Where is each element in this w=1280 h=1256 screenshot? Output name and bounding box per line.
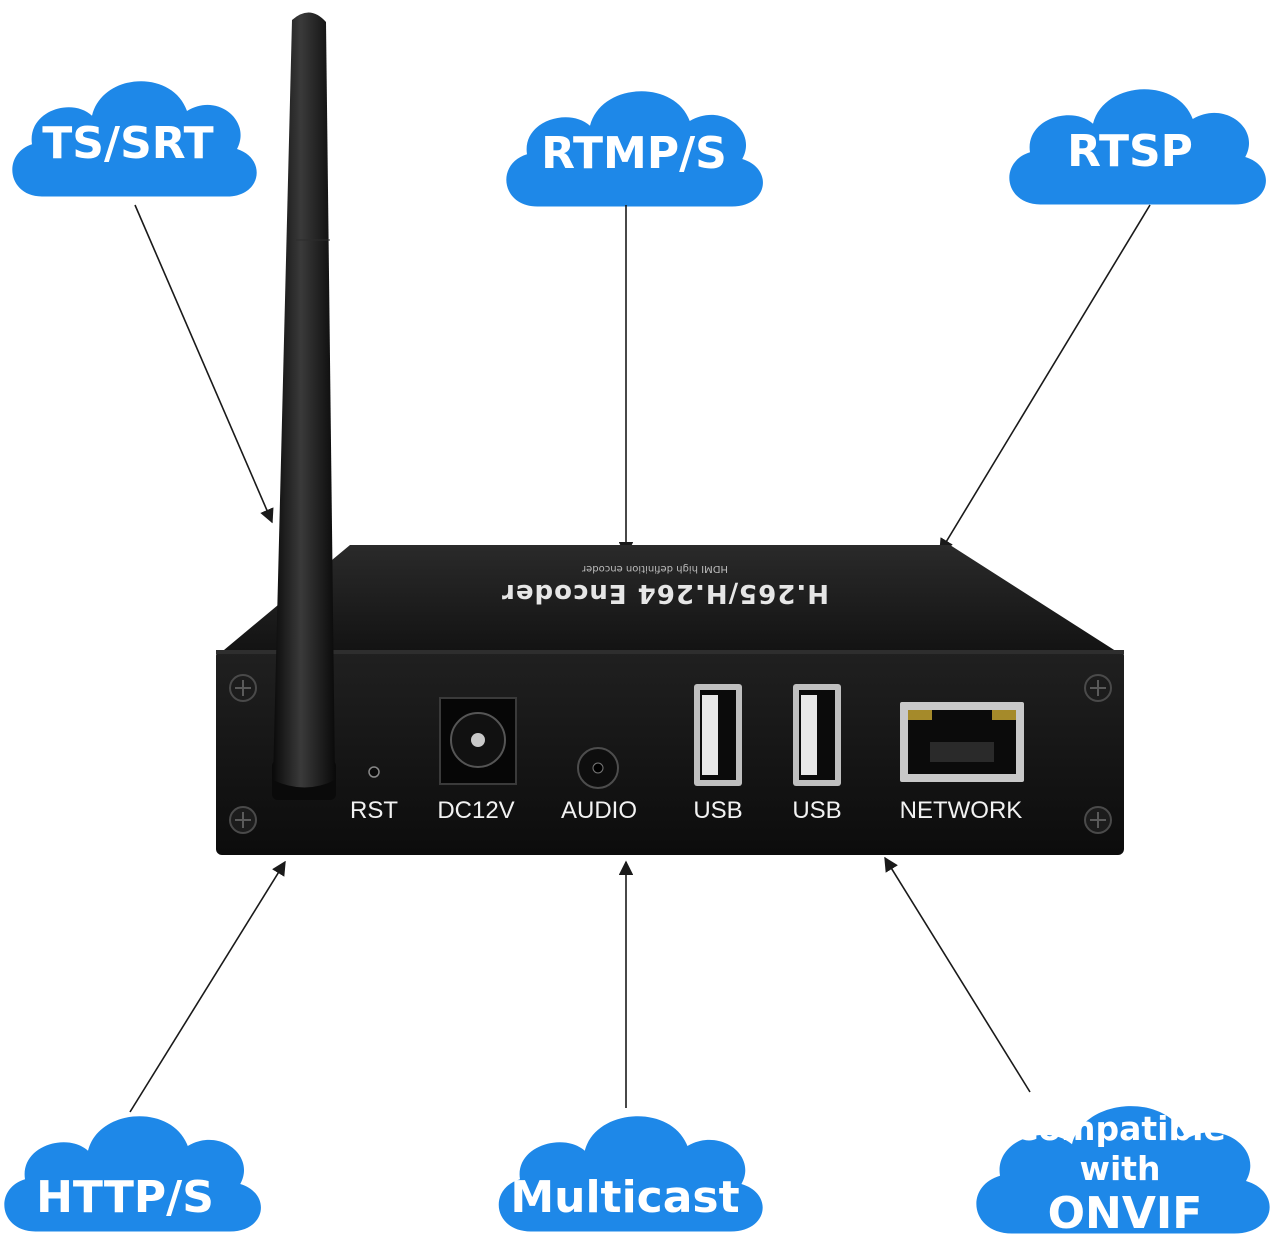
cloud-label: TS/SRT (42, 118, 213, 169)
cloud-label: Multicast (510, 1172, 739, 1223)
encoder-device: H.265/H.264 Encoder HDMI high definition… (216, 12, 1124, 855)
port-label-network: NETWORK (900, 797, 1023, 824)
panel-screws (229, 674, 1112, 834)
cloud-label-line1: Compatible (1014, 1109, 1226, 1148)
reset-pinhole-icon[interactable] (368, 766, 380, 778)
cloud-label: RTMP/S (541, 128, 727, 179)
port-label-dc: DC12V (437, 797, 514, 824)
lid-subtitle: HDMI high definition encoder (581, 563, 728, 574)
cloud-http-s: HTTP/S (4, 1116, 261, 1232)
device-lid (218, 545, 1122, 655)
lid-title: H.265/H.264 Encoder (501, 578, 829, 608)
arrow-rtsp (939, 204, 1151, 554)
cloud-label: HTTP/S (36, 1172, 214, 1223)
wifi-antenna (273, 12, 335, 788)
cloud-label: RTSP (1067, 126, 1193, 177)
arrow-ts-srt (134, 204, 274, 524)
arrow-http-s (129, 860, 286, 1113)
port-label-usb-2: USB (792, 797, 841, 824)
port-label-audio: AUDIO (561, 797, 637, 824)
cloud-label-line3: ONVIF (1048, 1188, 1203, 1239)
cloud-rtsp: RTSP (1009, 89, 1266, 205)
cloud-ts-srt: TS/SRT (12, 81, 257, 197)
cloud-multicast: Multicast (498, 1116, 763, 1232)
cloud-onvif: Compatible with ONVIF (976, 1106, 1270, 1239)
cloud-label-line2: with (1079, 1149, 1160, 1188)
port-label-rst: RST (350, 797, 398, 824)
cloud-rtmp-s: RTMP/S (506, 91, 763, 207)
connector-arrows (129, 204, 1151, 1113)
port-label-usb-1: USB (693, 797, 742, 824)
arrow-onvif (884, 856, 1031, 1093)
